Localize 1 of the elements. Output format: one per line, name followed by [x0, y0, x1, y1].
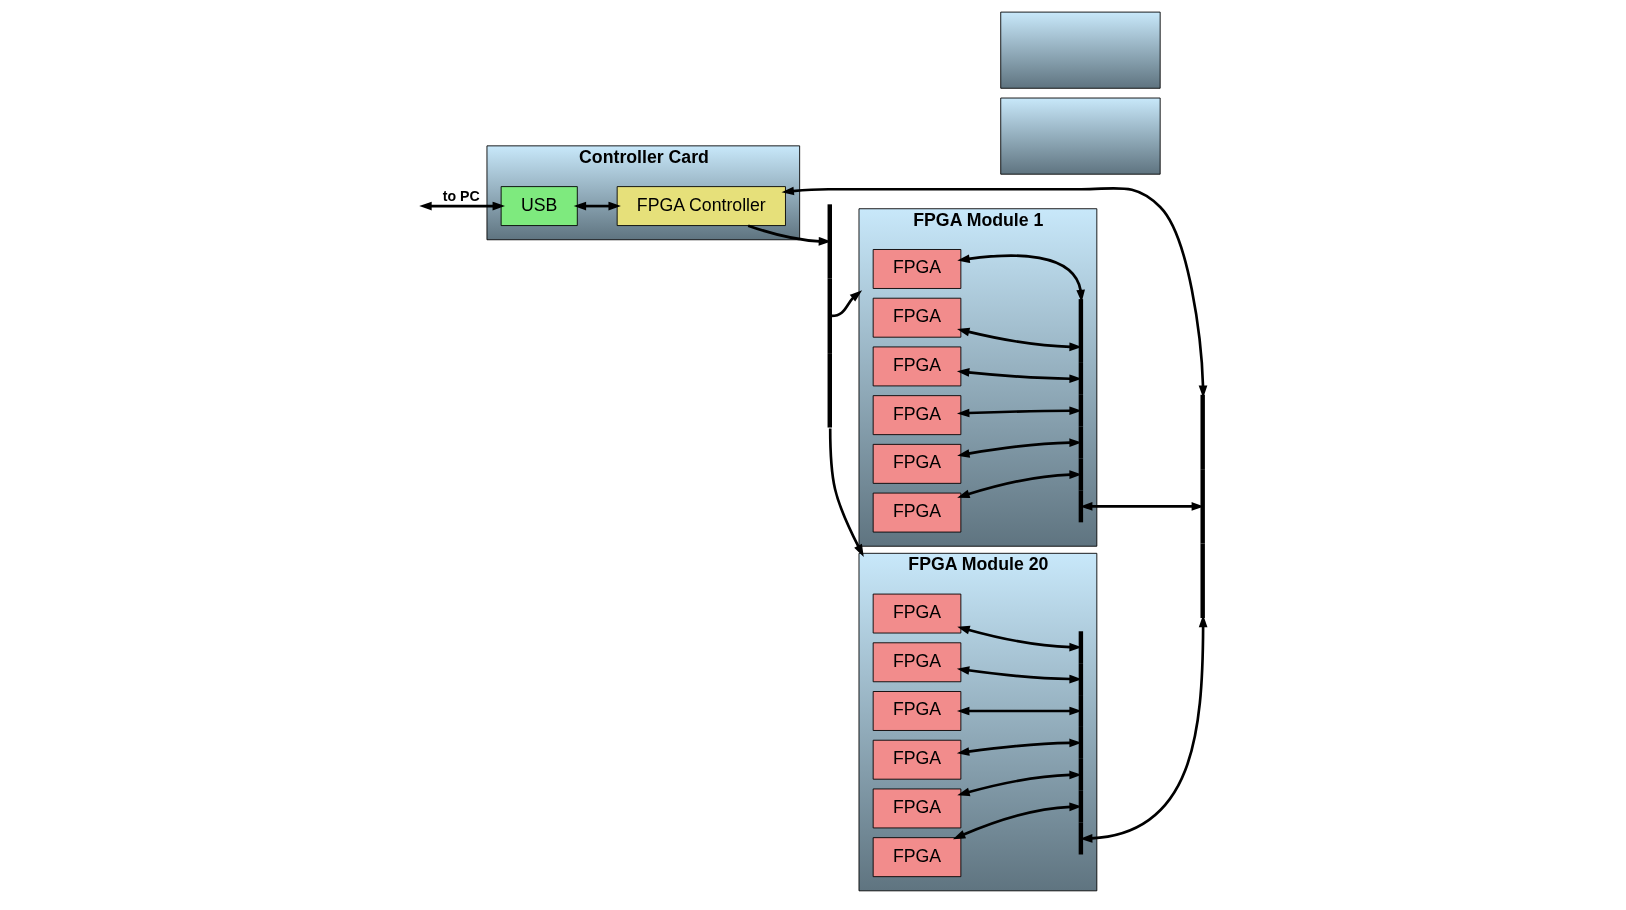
edge-label: to PC [442, 187, 480, 204]
